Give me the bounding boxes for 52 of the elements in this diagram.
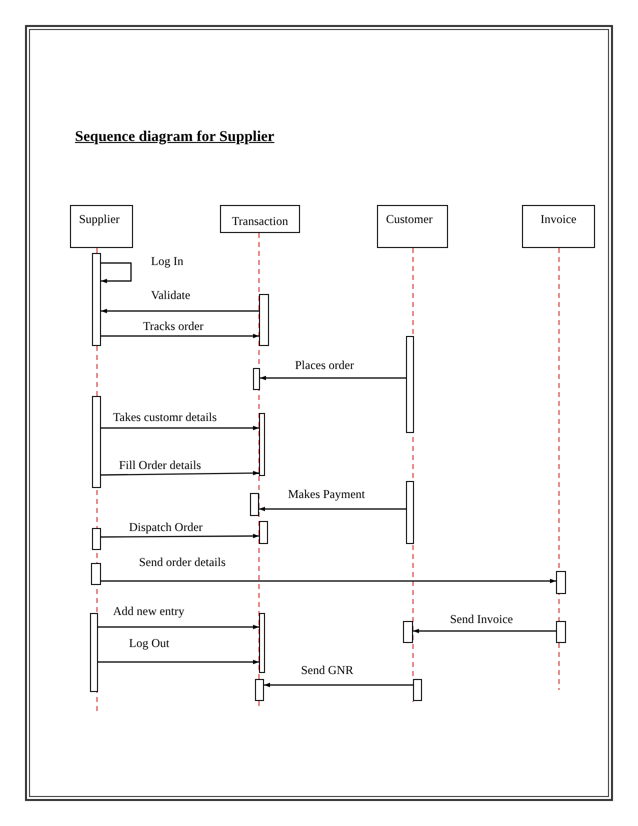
activation-bar [92,396,101,488]
lifeline-header-box: Transaction [220,205,300,233]
activation-bar [556,571,566,594]
activation-bar [259,521,268,544]
activation-bar [259,413,265,476]
message-arrow [101,534,259,538]
lifeline [258,232,260,680]
activation-bar [255,679,264,701]
activation-bar [259,294,269,346]
lifeline [96,248,98,254]
message-label: Send GNR [300,663,354,677]
message-arrow [101,426,259,430]
message-arrow [98,660,259,664]
message-arrow [101,334,259,338]
message-arrow [101,470,259,476]
lifeline-header-box: Supplier [70,205,133,248]
message-label: Tracks order [142,319,205,333]
activation-bar [92,253,101,346]
lifeline [558,248,560,622]
message-label: Takes customr details [112,410,218,424]
message-label: Makes Payment [287,487,366,501]
lifeline-header-box: Customer [377,205,448,248]
message-arrow [264,682,413,688]
message-label: Add new entry [112,604,186,618]
message-label: Validate [150,288,192,302]
message-arrow [98,624,259,630]
activation-bar [403,621,413,643]
activation-bar [406,336,414,433]
message-arrow [101,578,556,584]
message-arrow [259,506,406,512]
message-arrow [101,308,259,314]
message-arrow [260,376,406,380]
activation-bar [406,481,414,544]
message-label: Places order [294,358,355,372]
activation-bar [556,621,566,643]
activation-bar [259,613,265,673]
activation-bar [92,528,101,550]
message-label: Fill Order details [118,458,202,472]
message-label: Send order details [138,555,227,569]
message-label: Dispatch Order [128,520,204,534]
activation-bar [253,368,260,390]
activation-bar [250,493,259,516]
diagram-title: Sequence diagram for Supplier [75,128,274,147]
message-label: Log Out [128,636,170,650]
message-label: Log In [150,254,184,268]
activation-bar [90,613,98,692]
activation-bar [91,563,101,585]
activation-bar [413,679,422,701]
message-arrow [413,628,556,634]
self-message-arrow [101,262,132,284]
lifeline-header-box: Invoice [522,205,595,248]
message-label: Send Invoice [449,612,514,626]
